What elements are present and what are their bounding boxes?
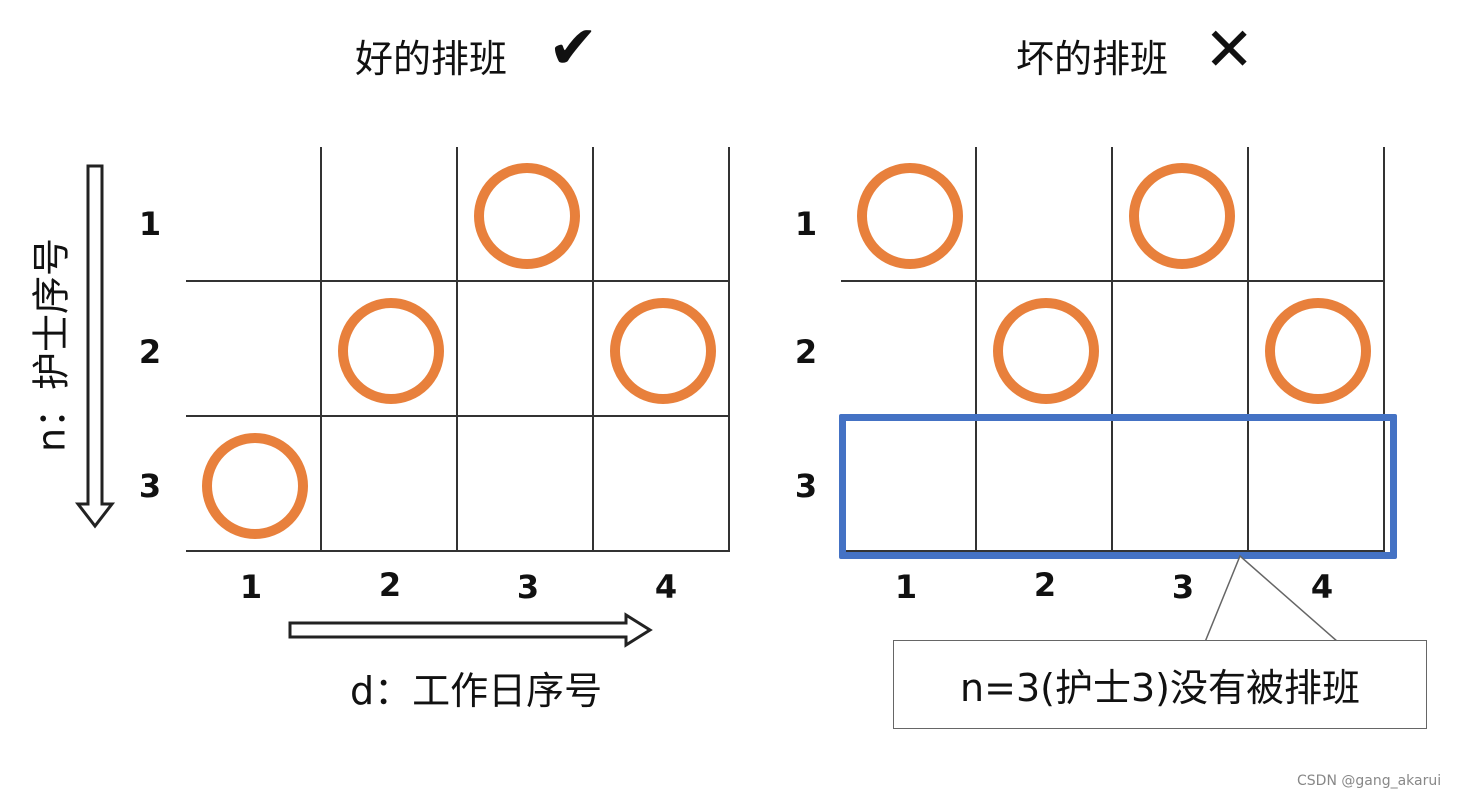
grid-cell [456, 147, 594, 282]
good-row-label: 1 [138, 205, 162, 243]
grid-cell [1247, 415, 1385, 552]
right-arrow-icon [288, 612, 653, 648]
good-row-label: 2 [138, 333, 162, 371]
good-col-label: 4 [654, 568, 678, 606]
grid-cell [186, 147, 322, 282]
bad-col-label: 3 [1171, 568, 1195, 606]
bad-col-label: 1 [894, 568, 918, 606]
callout-text: n=3(护士3)没有被排班 [960, 666, 1360, 710]
bad-col-label: 2 [1033, 566, 1057, 604]
bad-schedule-grid [841, 147, 1385, 552]
grid-cell [1247, 147, 1385, 282]
grid-cell [592, 415, 730, 552]
assigned-circle-icon [338, 297, 444, 404]
grid-cell [975, 280, 1113, 417]
grid-cell [1111, 147, 1249, 282]
check-icon: ✔ [548, 13, 599, 83]
good-col-label: 3 [516, 568, 540, 606]
good-row-label: 3 [138, 467, 162, 505]
grid-cell [320, 280, 458, 417]
assigned-circle-icon [610, 297, 716, 404]
grid-cell [320, 415, 458, 552]
bad-row-label: 2 [794, 333, 818, 371]
good-col-label: 1 [239, 568, 263, 606]
grid-cell [841, 415, 977, 552]
unassigned-row-highlight [839, 414, 1397, 559]
bad-row-label: 1 [794, 205, 818, 243]
grid-cell [1111, 280, 1249, 417]
grid-cell [456, 280, 594, 417]
assigned-circle-icon [1265, 297, 1371, 404]
grid-cell [320, 147, 458, 282]
d-axis-label: d：工作日序号 [350, 669, 603, 713]
grid-cell [841, 280, 977, 417]
watermark: CSDN @gang_akarui [1297, 773, 1442, 789]
good-col-label: 2 [378, 566, 402, 604]
assigned-circle-icon [993, 297, 1099, 404]
assigned-circle-icon [474, 162, 580, 269]
grid-cell [186, 280, 322, 417]
grid-cell [1247, 280, 1385, 417]
grid-cell [592, 147, 730, 282]
assigned-circle-icon [857, 162, 963, 269]
assigned-circle-icon [202, 432, 308, 539]
assigned-circle-icon [1129, 162, 1235, 269]
grid-cell [841, 147, 977, 282]
bad-col-label: 4 [1310, 568, 1334, 606]
good-schedule-title: 好的排班 [355, 37, 508, 81]
grid-cell [975, 415, 1113, 552]
bad-schedule-title: 坏的排班 [1016, 37, 1169, 81]
callout-box: n=3(护士3)没有被排班 [893, 640, 1427, 729]
bad-row-label: 3 [794, 467, 818, 505]
grid-cell [975, 147, 1113, 282]
down-arrow-icon [74, 164, 116, 529]
n-axis-label: n：护士序号 [29, 237, 74, 453]
grid-cell [1111, 415, 1249, 552]
grid-cell [186, 415, 322, 552]
cross-icon: ✕ [1204, 15, 1255, 85]
grid-cell [456, 415, 594, 552]
grid-cell [592, 280, 730, 417]
callout-pointer [1204, 554, 1339, 643]
good-schedule-grid [186, 147, 730, 552]
